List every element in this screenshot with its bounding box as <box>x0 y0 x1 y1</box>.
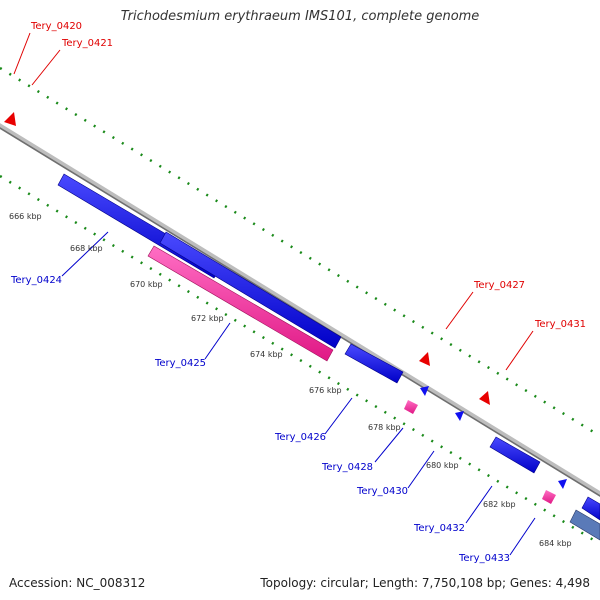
gene-label-tery-0433[interactable]: Tery_0433 <box>458 553 510 564</box>
leader-tery-0426 <box>324 397 353 435</box>
gene-label-tery-0431[interactable]: Tery_0431 <box>534 319 586 330</box>
gene-label-tery-0425[interactable]: Tery_0425 <box>154 358 206 369</box>
gene-label-tery-0420[interactable]: Tery_0420 <box>30 21 82 32</box>
tick-label: 678 kbp <box>368 423 401 432</box>
arrow-tery-0431[interactable] <box>479 391 490 405</box>
tick-label: 680 kbp <box>426 461 459 470</box>
tick-label: 670 kbp <box>130 280 163 289</box>
gene-label-tery-0428[interactable]: Tery_0428 <box>321 462 373 473</box>
gene-label-tery-0430[interactable]: Tery_0430 <box>356 486 408 497</box>
leader-tery-0420 <box>13 32 31 75</box>
leader-tery-0428 <box>374 427 404 463</box>
gene-box-tery-0433[interactable] <box>581 496 600 521</box>
tick-label: 666 kbp <box>9 212 42 221</box>
inner-tick-ring <box>0 174 600 546</box>
tick-label: 684 kbp <box>539 539 572 548</box>
gene-label-tery-0427[interactable]: Tery_0427 <box>473 280 525 291</box>
map-title: Trichodesmium erythraeum IMS101, complet… <box>120 9 480 24</box>
gene-label-tery-0432[interactable]: Tery_0432 <box>413 523 465 534</box>
gene-box-partial-right[interactable] <box>569 509 600 541</box>
leader-tery-0425 <box>204 322 231 360</box>
leader-tery-0431 <box>505 330 534 371</box>
tick-label: 676 kbp <box>309 386 342 395</box>
tick-label: 672 kbp <box>191 314 224 323</box>
arrow-tery-0428[interactable] <box>420 386 429 396</box>
tick-label: 674 kbp <box>250 350 283 359</box>
leader-tery-0421 <box>31 49 61 86</box>
gene-label-tery-0421[interactable]: Tery_0421 <box>61 38 113 49</box>
leader-tery-0430 <box>407 450 435 489</box>
gene-box-tery-0425[interactable] <box>159 231 342 349</box>
genome-backbone-shadow <box>0 127 600 497</box>
leader-tery-0432 <box>465 485 493 524</box>
gene-box-tery-0426[interactable] <box>344 343 404 384</box>
arrow-small-1[interactable] <box>455 411 464 421</box>
accession-text: Accession: NC_008312 <box>9 576 146 590</box>
rna-box-small-2[interactable] <box>542 490 556 504</box>
gene-label-tery-0424[interactable]: Tery_0424 <box>10 275 62 286</box>
arrow-tery-0427[interactable] <box>419 352 430 366</box>
tick-label: 668 kbp <box>70 244 103 253</box>
leader-tery-0427 <box>445 291 474 330</box>
gene-label-tery-0426[interactable]: Tery_0426 <box>274 432 326 443</box>
leader-tery-0433 <box>509 517 536 556</box>
rna-box-tery-0425[interactable] <box>147 245 334 362</box>
tick-label: 682 kbp <box>483 500 516 509</box>
genome-summary-text: Topology: circular; Length: 7,750,108 bp… <box>260 576 590 590</box>
leader-tery-0424 <box>61 231 109 277</box>
genome-backbone <box>0 123 600 497</box>
arrow-tery-0420[interactable] <box>4 112 16 126</box>
rna-box-small-1[interactable] <box>404 400 418 414</box>
gene-box-tery-0430[interactable] <box>489 436 541 474</box>
arrow-small-2[interactable] <box>558 479 567 489</box>
